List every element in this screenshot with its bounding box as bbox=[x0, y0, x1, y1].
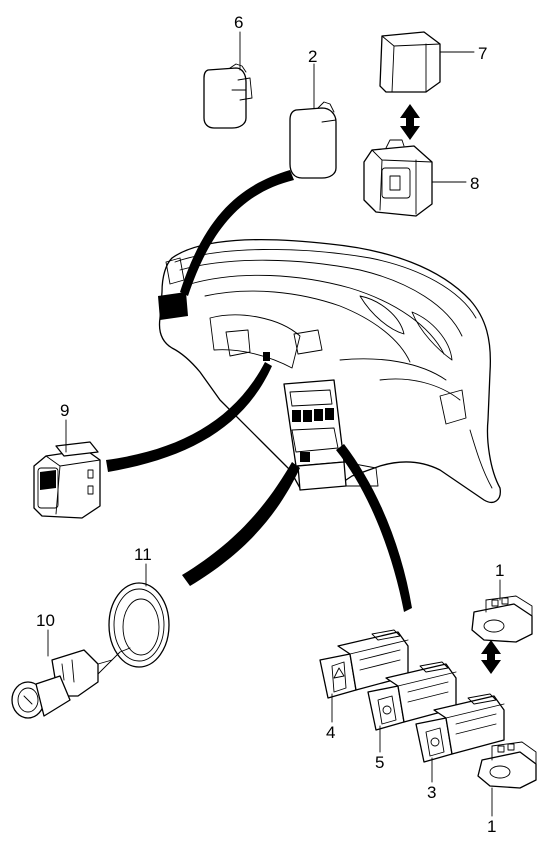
callout-2: 2 bbox=[308, 47, 317, 66]
part-6-cover bbox=[203, 63, 253, 129]
callout-1-bottom: 1 bbox=[487, 817, 496, 836]
part-4-hazard-switch bbox=[319, 629, 409, 699]
callout-5: 5 bbox=[375, 753, 384, 772]
callout-6: 6 bbox=[234, 13, 243, 32]
part-2-cover bbox=[289, 101, 337, 179]
callout-10: 10 bbox=[36, 611, 55, 630]
part-1-bottom-housing bbox=[477, 741, 537, 789]
part-10-cigar-lighter bbox=[11, 647, 131, 719]
callout-1-top: 1 bbox=[495, 561, 504, 580]
callout-leader-lines bbox=[47, 31, 501, 817]
part-8-switch bbox=[363, 139, 433, 217]
part-7-cap bbox=[379, 31, 441, 93]
part-1-top-housing bbox=[471, 595, 533, 643]
callout-7: 7 bbox=[478, 44, 487, 63]
callout-8: 8 bbox=[470, 174, 479, 193]
dashboard-assembly bbox=[158, 239, 501, 503]
callout-11: 11 bbox=[134, 545, 152, 564]
callout-4: 4 bbox=[326, 723, 335, 742]
part-9-rocker-switch bbox=[33, 441, 101, 519]
callout-9: 9 bbox=[60, 401, 69, 420]
callout-labels: 6 2 7 8 9 11 10 1 4 5 3 1 bbox=[36, 13, 504, 836]
part-11-ring bbox=[108, 582, 170, 668]
part-3-switch bbox=[415, 693, 505, 763]
leader-sweeps bbox=[106, 104, 501, 674]
callout-3: 3 bbox=[427, 783, 436, 802]
